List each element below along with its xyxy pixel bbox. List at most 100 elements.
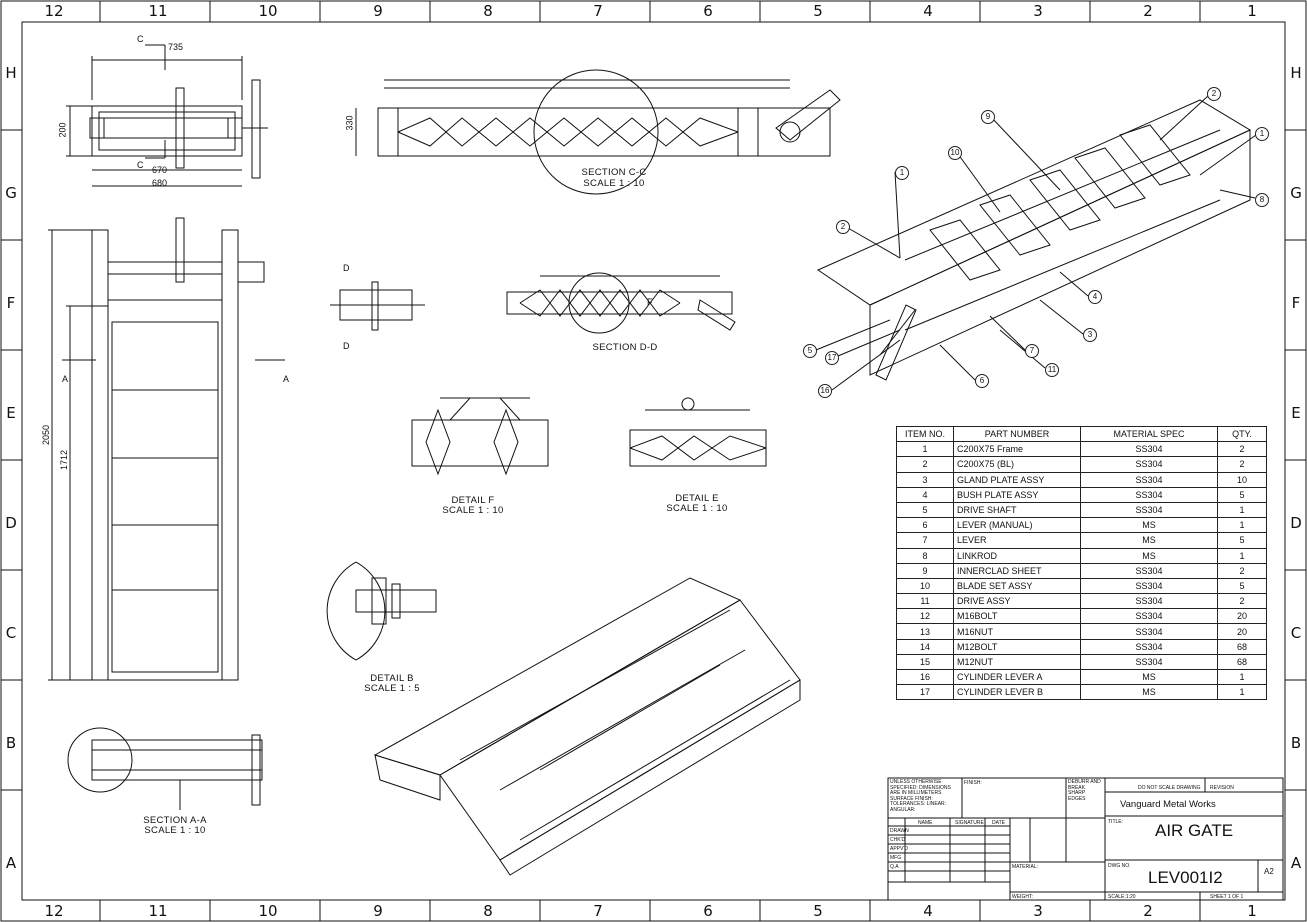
- tb-weight: WEIGHT:: [1012, 894, 1033, 900]
- bom-cell: 2: [1217, 562, 1267, 579]
- zone-row-label: E: [1291, 404, 1301, 422]
- zone-column-label: 11: [148, 902, 168, 920]
- title-block-frame: [887, 777, 1284, 901]
- zone-row-label: A: [1290, 854, 1302, 872]
- bom-cell: M12NUT: [953, 653, 1081, 671]
- zone-row-label: G: [5, 184, 17, 202]
- bom-cell: 14: [896, 638, 954, 655]
- bom-cell: MS: [1080, 547, 1218, 564]
- bom-cell: 2: [1217, 441, 1267, 458]
- zone-row-label: F: [6, 294, 16, 312]
- zone-column-label: 5: [813, 2, 823, 20]
- balloon: 4: [1088, 290, 1102, 304]
- tb-title: AIR GATE: [1155, 821, 1234, 840]
- dim-200: 200: [57, 122, 68, 138]
- bom-cell: 1: [1217, 684, 1267, 701]
- bom-header: MATERIAL SPEC: [1080, 425, 1218, 443]
- bom-cell: SS304: [1080, 501, 1218, 519]
- bom-cell: BUSH PLATE ASSY: [953, 486, 1081, 503]
- bom-cell: SS304: [1080, 486, 1218, 503]
- detail-f-view: [411, 397, 549, 476]
- balloon: 16: [818, 384, 832, 398]
- bom-cell: 20: [1217, 608, 1267, 625]
- zone-column-label: 4: [923, 902, 933, 920]
- bom-cell: SS304: [1080, 471, 1218, 488]
- detail-f-mark: F: [647, 297, 653, 307]
- tb-notes: UNLESS OTHERWISE SPECIFIED: DIMENSIONS A…: [890, 779, 951, 813]
- bom-cell: 5: [896, 501, 954, 519]
- zone-column-label: 3: [1033, 2, 1043, 20]
- dim-330: 330: [344, 115, 355, 131]
- bom-cell: 11: [896, 593, 954, 610]
- dim-735: 735: [168, 42, 184, 52]
- tb-material: MATERIAL:: [1012, 864, 1039, 870]
- tb-deburr: DEBURR AND BREAK SHARP EDGES: [1068, 779, 1101, 802]
- balloon: 9: [981, 110, 995, 124]
- tb-dwg-no: LEV001I2: [1148, 868, 1223, 887]
- zone-column-label: 10: [258, 2, 278, 20]
- dim-670: 670: [152, 165, 168, 175]
- dim-2050: 2050: [41, 424, 52, 446]
- bom-cell: M16NUT: [953, 623, 1081, 640]
- bom-cell: SS304: [1080, 608, 1218, 625]
- zone-row-label: C: [1290, 624, 1302, 642]
- top-view: [66, 44, 268, 187]
- tb-revision: REVISION: [1210, 785, 1234, 791]
- section-cc-view: [355, 69, 841, 195]
- detail-b-view: [326, 561, 437, 661]
- bom-cell: 7: [896, 532, 954, 549]
- bom-cell: 68: [1217, 653, 1267, 671]
- detail-b-scale: SCALE 1 : 5: [364, 683, 420, 694]
- section-dd-title: SECTION D-D: [592, 342, 658, 353]
- bom-cell: 5: [1217, 532, 1267, 549]
- zone-row-label: H: [1290, 64, 1302, 82]
- bom-header: PART NUMBER: [953, 425, 1081, 443]
- zone-column-label: 4: [923, 2, 933, 20]
- zone-column-label: 6: [703, 2, 713, 20]
- balloon: 1: [895, 166, 909, 180]
- bom-cell: 4: [896, 486, 954, 503]
- bom-cell: C200X75 (BL): [953, 456, 1081, 473]
- zone-row-label: H: [5, 64, 17, 82]
- bom-cell: 68: [1217, 638, 1267, 655]
- bom-cell: 15: [896, 653, 954, 671]
- tb-col-signature: SIGNATURE: [955, 820, 984, 826]
- bom-cell: M12BOLT: [953, 638, 1081, 655]
- bom-header-row: ITEM NO. PART NUMBER MATERIAL SPEC QTY.: [896, 425, 1267, 443]
- tb-size: A2: [1264, 867, 1274, 876]
- bom-cell: 16: [896, 668, 954, 686]
- zone-row-label: B: [5, 734, 17, 752]
- cut-d-top: D: [343, 263, 350, 273]
- bom-cell: GLAND PLATE ASSY: [953, 471, 1081, 488]
- balloon: 8: [1255, 193, 1269, 207]
- zone-row-label: G: [1290, 184, 1302, 202]
- bom-cell: SS304: [1080, 577, 1218, 595]
- bom-cell: MS: [1080, 668, 1218, 686]
- zone-column-label: 10: [258, 902, 278, 920]
- balloon-leaders: [815, 95, 1257, 391]
- balloon: 2: [1207, 87, 1221, 101]
- bom-cell: 6: [896, 517, 954, 534]
- detail-e-view: [629, 397, 767, 467]
- bom-cell: 2: [896, 456, 954, 473]
- bom-cell: LEVER: [953, 532, 1081, 549]
- bom-cell: SS304: [1080, 653, 1218, 671]
- isometric-view-top: [816, 99, 1252, 381]
- zone-column-label: 2: [1143, 902, 1153, 920]
- balloon: 17: [825, 351, 839, 365]
- tb-dwg-label: DWG NO.: [1108, 863, 1131, 869]
- tb-role: Q.A: [890, 864, 899, 870]
- section-cc-scale: SCALE 1 : 10: [583, 178, 645, 189]
- bom-cell: 10: [896, 577, 954, 595]
- bom-cell: 1: [1217, 668, 1267, 686]
